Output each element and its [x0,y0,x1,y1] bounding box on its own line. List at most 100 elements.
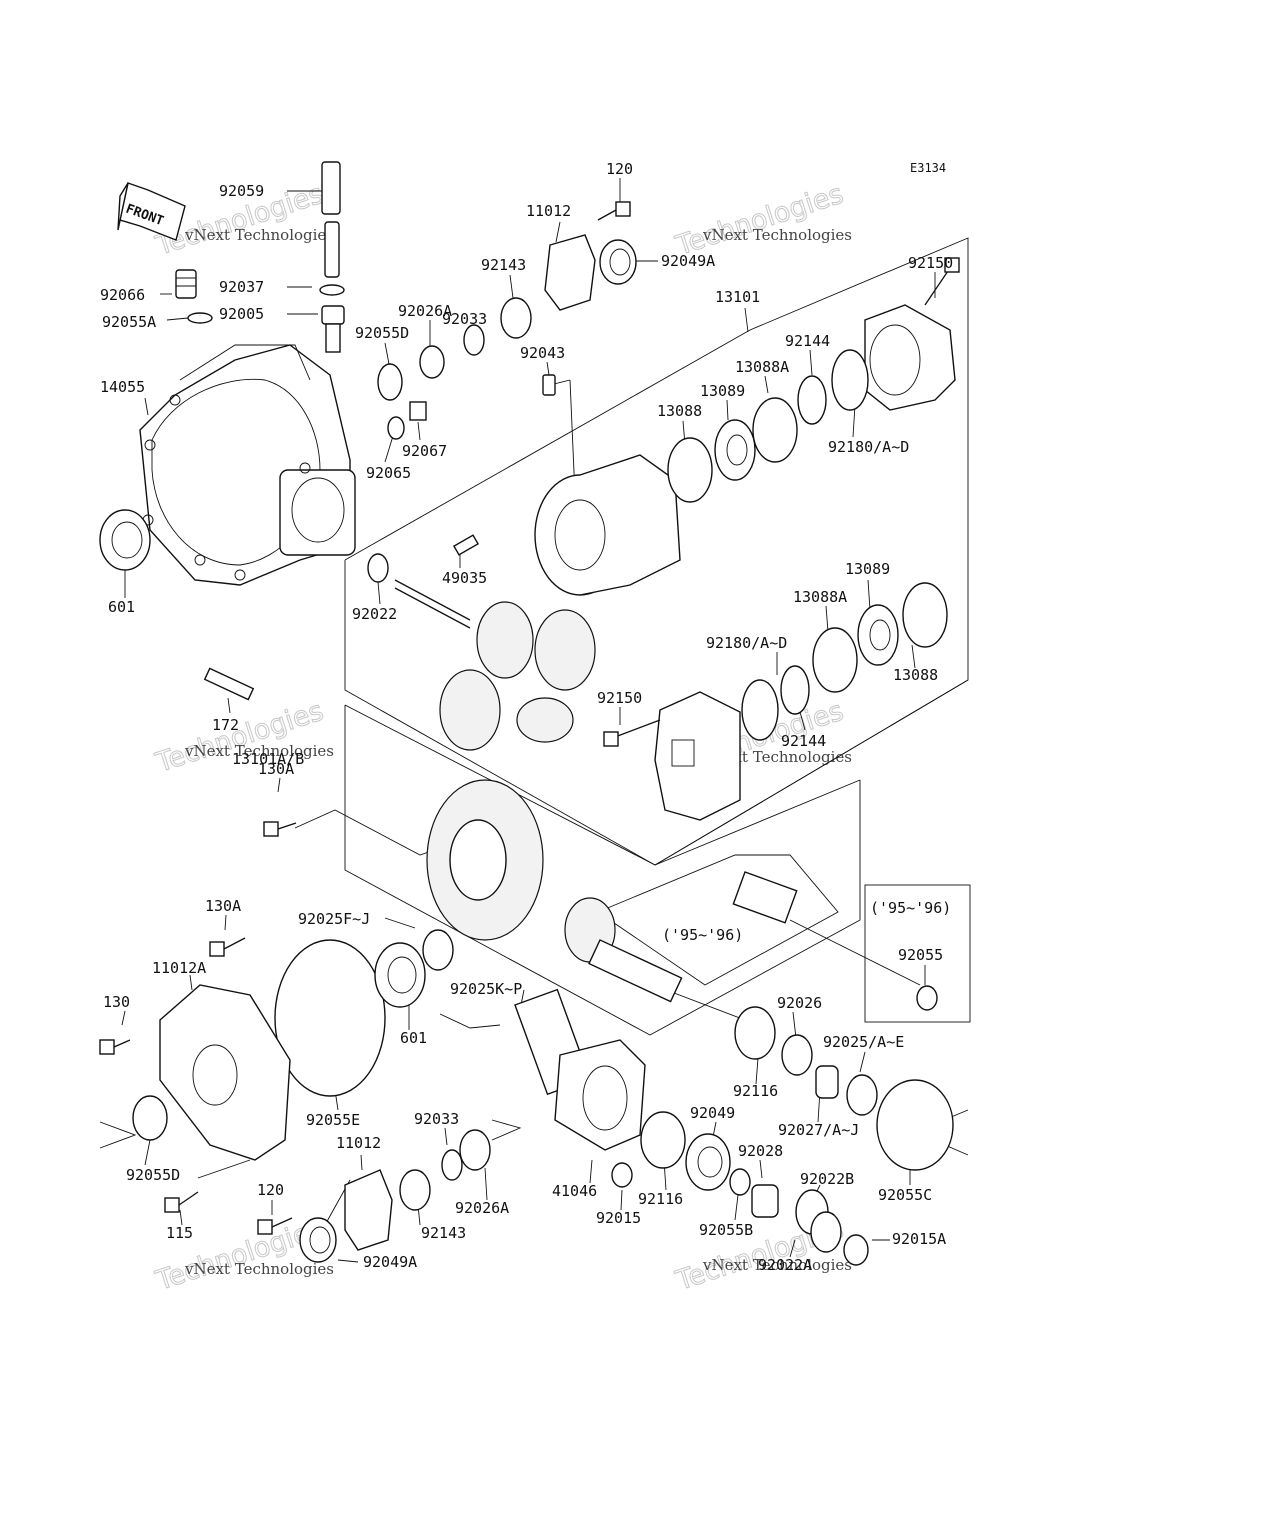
part-label: 13088 [893,666,938,684]
oring-92055C-part [876,1079,954,1171]
spacer-92026A-top-part [419,345,445,379]
cover-11012A-part [159,984,291,1161]
bolt-130-part [99,1039,131,1055]
part-label: 92055E [306,1111,360,1129]
part-label: 92015A [892,1230,946,1248]
clip-92037-part [319,284,345,296]
front-arrow-icon: FRONT [117,182,186,241]
part-label: 92150 [908,254,953,272]
part-label: 92055D [126,1166,180,1184]
part-label: 92033 [442,310,487,328]
bolt-120-top-part [597,201,631,221]
part-label: 92055 [898,946,943,964]
retainer-11012-top-part [544,234,596,311]
part-label: 92116 [733,1082,778,1100]
circlip-92033-top-part [463,324,485,356]
plate-13088-mid-part [902,582,948,648]
watermark-text: vNext Technologies [184,742,334,760]
shim-92026-part [781,1034,813,1076]
plate-13089-mid-part [857,604,899,666]
bearing-601-bot-part [374,942,426,1008]
part-label: 92144 [785,332,830,350]
part-label: 92055D [355,324,409,342]
washer-92065-part [387,416,405,440]
shim-92025F-part [422,929,454,971]
ring-gear-part [426,779,544,941]
pinion-shaft-part [564,897,683,1003]
part-label: 92005 [219,305,264,323]
oring-92055B-part [729,1168,751,1196]
breather-tube-part [321,161,341,278]
part-label: 92022A [758,1256,812,1274]
bolt-115-part [164,1191,199,1213]
part-label: 92055B [699,1221,753,1239]
plate-13088A-top-part [752,397,798,463]
part-label: 92143 [421,1224,466,1242]
part-label: 92025/A~E [823,1033,904,1051]
diff-cover-part [864,304,956,411]
oring-92055D-bot-part [132,1095,168,1141]
part-label: 13088A [793,588,847,606]
part-label: 13101A/B [232,750,304,768]
part-label: 92144 [781,732,826,750]
bolt-130A-bot-part [209,937,246,957]
diagram-code: E3134 [910,161,946,175]
part-label: 130 [103,993,130,1011]
seal-92143-top-part [500,297,532,339]
seal-92049A-bot-part [299,1217,337,1263]
part-label: ('95~'96) [870,899,951,917]
bearing-92116-b-part [640,1111,686,1169]
bolt-130A-top-part [263,821,297,837]
spline-coupler-part [732,871,798,924]
part-label: 92026A [398,302,452,320]
seal-92049-part [685,1133,731,1191]
diff-case-part [534,454,681,596]
bearing-92116-a-part [734,1006,776,1060]
part-label: 14055 [100,378,145,396]
part-label: 11012A [152,959,206,977]
part-label: 92025K~P [450,980,522,998]
part-label: 92055A [102,313,156,331]
part-label: 13088 [657,402,702,420]
bearing-601-top-part [99,509,151,571]
retainer-11012-bot-part [344,1169,393,1251]
part-label: 92033 [414,1110,459,1128]
housing-14055-part [139,344,356,586]
part-label: 13089 [845,560,890,578]
housing-41046-part [554,1039,646,1151]
part-label: 92028 [738,1142,783,1160]
plate-13089-top-part [714,419,756,481]
part-label: 601 [108,598,135,616]
part-label: 92067 [402,442,447,460]
part-label: 11012 [336,1134,381,1152]
washer-part [516,697,574,743]
part-label: 92026 [777,994,822,1012]
group-outline-9596 [597,854,971,1023]
watermark-text: vNext Technologies [184,1260,334,1278]
part-label: 92037 [219,278,264,296]
part-label: 601 [400,1029,427,1047]
part-label: 92022B [800,1170,854,1188]
pinion-gear-part [476,601,534,679]
part-label: 120 [257,1181,284,1199]
shim-92180-mid-part [741,679,779,741]
spacer-92026A-bot-part [459,1129,491,1171]
part-label: 49035 [442,569,487,587]
seal-92143-bot-part [399,1169,431,1211]
fitting-92005-part [321,305,345,353]
part-label: 92055C [878,1186,932,1204]
oring-92055E-part [274,939,386,1097]
collar-92027-part [815,1065,839,1099]
plug-92066-part [175,269,197,299]
bolt-92150-mid-part [603,719,661,747]
part-label: 92180/A~D [706,634,787,652]
stud-172-part [203,667,255,701]
part-label: 92143 [481,256,526,274]
watermark-text: vNext Technologies [184,226,334,244]
part-label: 92066 [100,286,145,304]
part-label: 13101 [715,288,760,306]
oring-92055A-part [187,312,213,324]
nut-92015A-part [843,1234,869,1266]
part-labels: 92059 92066 92055A 92037 92005 14055 601… [100,160,953,1274]
